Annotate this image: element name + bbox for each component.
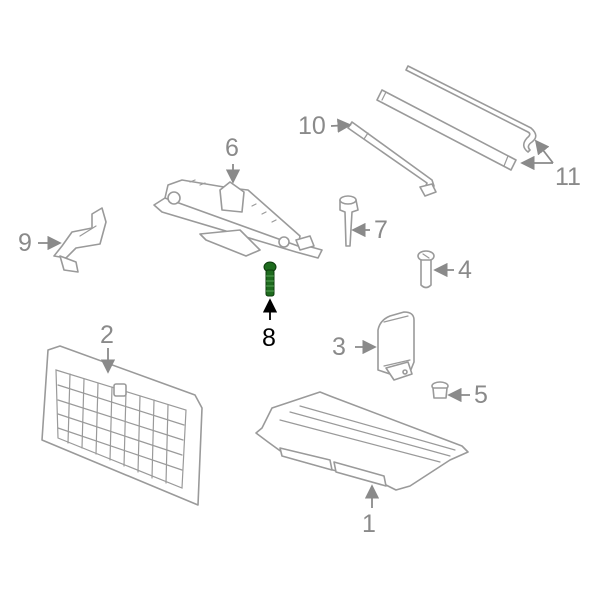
- callout-5[interactable]: 5: [474, 381, 488, 409]
- part-4-bolt[interactable]: [417, 250, 435, 289]
- callout-8[interactable]: 8: [262, 324, 276, 352]
- callout-7[interactable]: 7: [374, 216, 388, 244]
- part-3-bracket[interactable]: [377, 311, 415, 381]
- callout-2[interactable]: 2: [100, 321, 114, 349]
- part-11-extension-rods[interactable]: [376, 65, 537, 171]
- callout-4[interactable]: 4: [458, 256, 472, 284]
- callout-3[interactable]: 3: [332, 333, 346, 361]
- callout-11[interactable]: 11: [555, 163, 581, 191]
- part-5-grommet[interactable]: [431, 381, 449, 399]
- callout-6[interactable]: 6: [225, 134, 239, 162]
- callout-10[interactable]: 10: [298, 112, 326, 140]
- part-10-lug-wrench[interactable]: [347, 121, 437, 197]
- part-9-holder-clip[interactable]: [53, 207, 107, 273]
- callout-9[interactable]: 9: [18, 229, 32, 257]
- part-8-screw[interactable]: [263, 261, 277, 297]
- part-2-cover-panel[interactable]: [41, 345, 203, 506]
- part-7-pin[interactable]: [339, 195, 359, 247]
- part-6-scissor-jack[interactable]: [153, 179, 323, 259]
- part-1-storage-tray[interactable]: [255, 391, 469, 491]
- callout-1[interactable]: 1: [362, 510, 376, 538]
